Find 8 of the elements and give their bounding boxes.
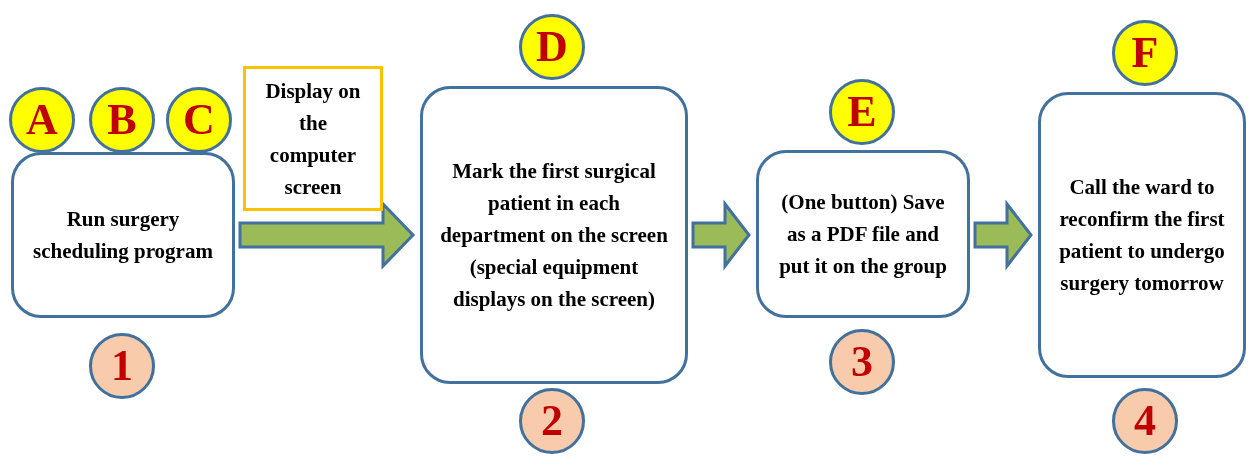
process-box: Run surgery scheduling program — [11, 152, 235, 318]
process-box: (One button) Save as a PDF file and put it on the group — [756, 150, 970, 318]
process-box: Call the ward to reconfirm the first patient to undergo surgery tomorrow — [1038, 92, 1246, 378]
note-box: Display on the computer screen — [243, 66, 383, 211]
block-arrow — [973, 199, 1033, 271]
block-arrow — [238, 200, 416, 270]
process-box: Mark the first surgical patient in each department on the screen (special equipment displays on the screen) — [420, 86, 688, 384]
block-arrow — [691, 199, 751, 271]
